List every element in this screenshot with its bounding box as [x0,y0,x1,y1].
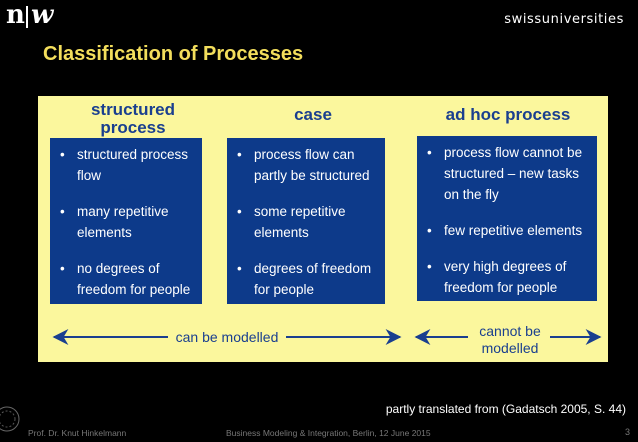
logo-letter-n: n [6,0,25,30]
bullet-item: many repetitive elements [56,201,196,243]
source-note: partly translated from (Gadatsch 2005, S… [385,402,626,416]
seal-icon [0,406,20,432]
logo-letter-w: w [31,0,54,30]
bullet-item: very high degrees of freedom for people [423,256,591,298]
classification-panel: structured process case ad hoc process s… [38,96,608,362]
column-heading-case: case [294,105,332,124]
logo-divider [26,6,28,28]
bullet-item: some repetitive elements [233,201,379,243]
footer-author: Prof. Dr. Knut Hinkelmann [28,428,127,438]
bullet-item: process flow cannot be structured – new … [423,142,591,205]
bullet-item: no degrees of freedom for people [56,258,196,300]
slide-title: Classification of Processes [43,43,304,65]
fhnw-logo: n w [6,0,56,30]
column-box-case: process flow can partly be structured so… [227,138,385,304]
bullet-item: few repetitive elements [423,220,591,241]
column-heading-adhoc: ad hoc process [445,105,571,124]
swissuniversities-logo: swissuniversities [504,12,624,27]
can-be-modelled-label: can be modelled [175,329,279,345]
column-box-adhoc: process flow cannot be structured – new … [417,136,597,301]
bullet-item: process flow can partly be structured [233,144,379,186]
page-number: 3 [624,427,630,437]
footer-event: Business Modeling & Integration, Berlin,… [226,428,431,438]
column-box-structured: structured process flow many repetitive … [50,138,202,304]
bullet-item: structured process flow [56,144,196,186]
modelling-arrows [52,329,602,345]
cannot-be-modelled-label: cannot be modelled [479,323,541,356]
bullet-item: degrees of freedom for people [233,258,379,300]
column-heading-structured: structured process [90,100,176,137]
